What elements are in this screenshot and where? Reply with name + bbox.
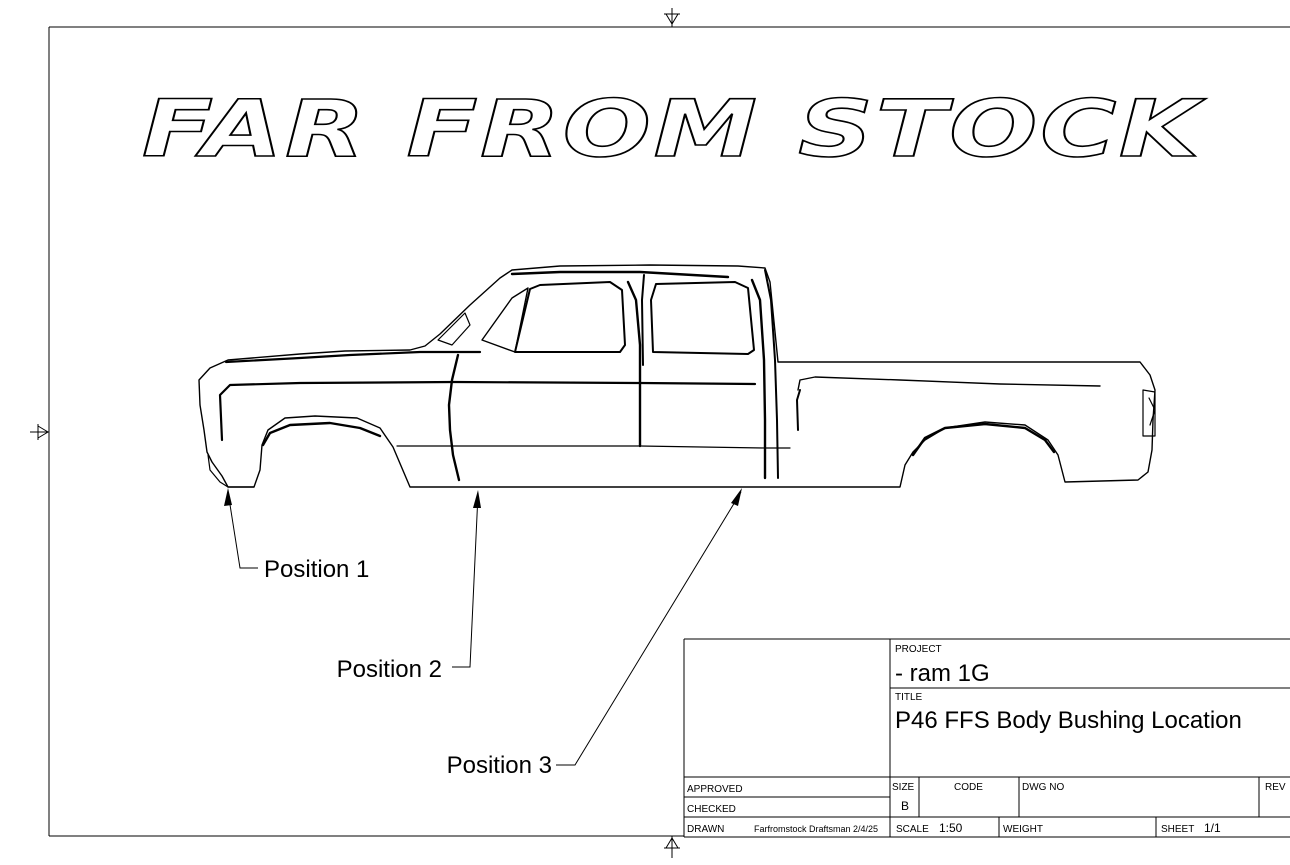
callout-arrowheads — [224, 488, 742, 508]
project-value: - ram 1G — [895, 660, 990, 687]
project-label: PROJECT — [895, 644, 942, 655]
checked-label: CHECKED — [687, 804, 736, 815]
rev-label: REV — [1265, 782, 1286, 793]
code-label: CODE — [954, 782, 983, 793]
callout-leaders — [227, 491, 742, 766]
truck-outline — [198, 264, 1156, 488]
position-1-label: Position 1 — [264, 556, 369, 583]
center-mark-left — [30, 424, 49, 440]
scale-value: 1:50 — [939, 821, 963, 835]
center-mark-top — [664, 8, 680, 27]
drawn-value: Farfromstock Draftsman 2/4/25 — [754, 824, 878, 834]
weight-label: WEIGHT — [1003, 824, 1043, 835]
far-from-stock-logo: FAR FROM STOCK — [142, 85, 1207, 175]
position-3-label: Position 3 — [447, 752, 552, 779]
position-2-label: Position 2 — [337, 656, 442, 683]
dwg-no-label: DWG NO — [1022, 782, 1064, 793]
sheet-label: SHEET — [1161, 824, 1194, 835]
sheet-value: 1/1 — [1204, 821, 1221, 835]
size-label: SIZE — [892, 782, 915, 793]
scale-label: SCALE — [896, 824, 929, 835]
drawn-label: DRAWN — [687, 824, 724, 835]
size-value: B — [901, 799, 909, 813]
title-value: P46 FFS Body Bushing Location — [895, 707, 1242, 734]
center-mark-bottom — [664, 836, 680, 858]
title-label: TITLE — [895, 692, 923, 703]
title-block: PROJECT - ram 1G TITLE P46 FFS Body Bush… — [683, 638, 1290, 838]
approved-label: APPROVED — [687, 784, 743, 795]
